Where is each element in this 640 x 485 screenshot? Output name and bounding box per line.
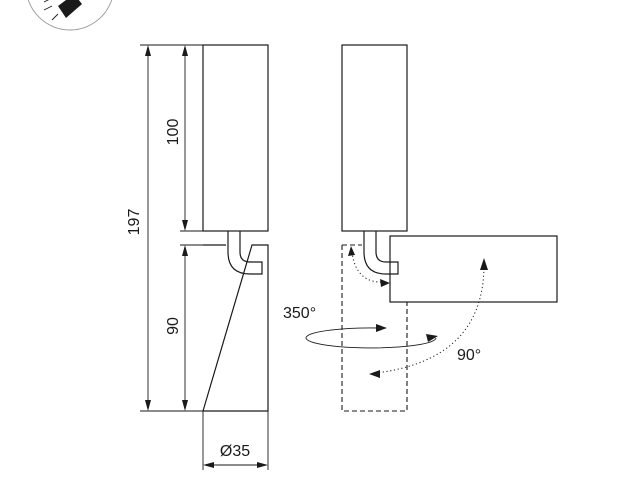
horizontal-rotation-ellipse <box>305 327 437 349</box>
lower-height-label: 90 <box>165 317 182 335</box>
vertical-rotation-label: 90° <box>457 347 481 364</box>
upper-height-label: 100 <box>165 119 182 146</box>
horizontal-rotation-label: 350° <box>283 305 316 322</box>
right-view: 350° 90° <box>283 44 558 412</box>
dimension-total-height: 197 <box>126 44 203 412</box>
right-upper-body <box>341 44 408 232</box>
lower-body-original-position <box>341 245 408 412</box>
dimension-upper-height: 100 <box>165 45 203 232</box>
left-view <box>202 44 269 412</box>
dimension-lower-height: 90 <box>165 244 203 411</box>
lower-body-rotated <box>389 235 558 303</box>
diameter-label: Ø35 <box>220 443 250 460</box>
total-height-label: 197 <box>126 209 143 236</box>
elbow-connector <box>227 231 263 275</box>
right-elbow-connector <box>363 231 399 275</box>
beam-angle-icon <box>27 0 113 31</box>
upper-body <box>202 44 269 232</box>
dimension-diameter: Ø35 <box>202 411 269 470</box>
